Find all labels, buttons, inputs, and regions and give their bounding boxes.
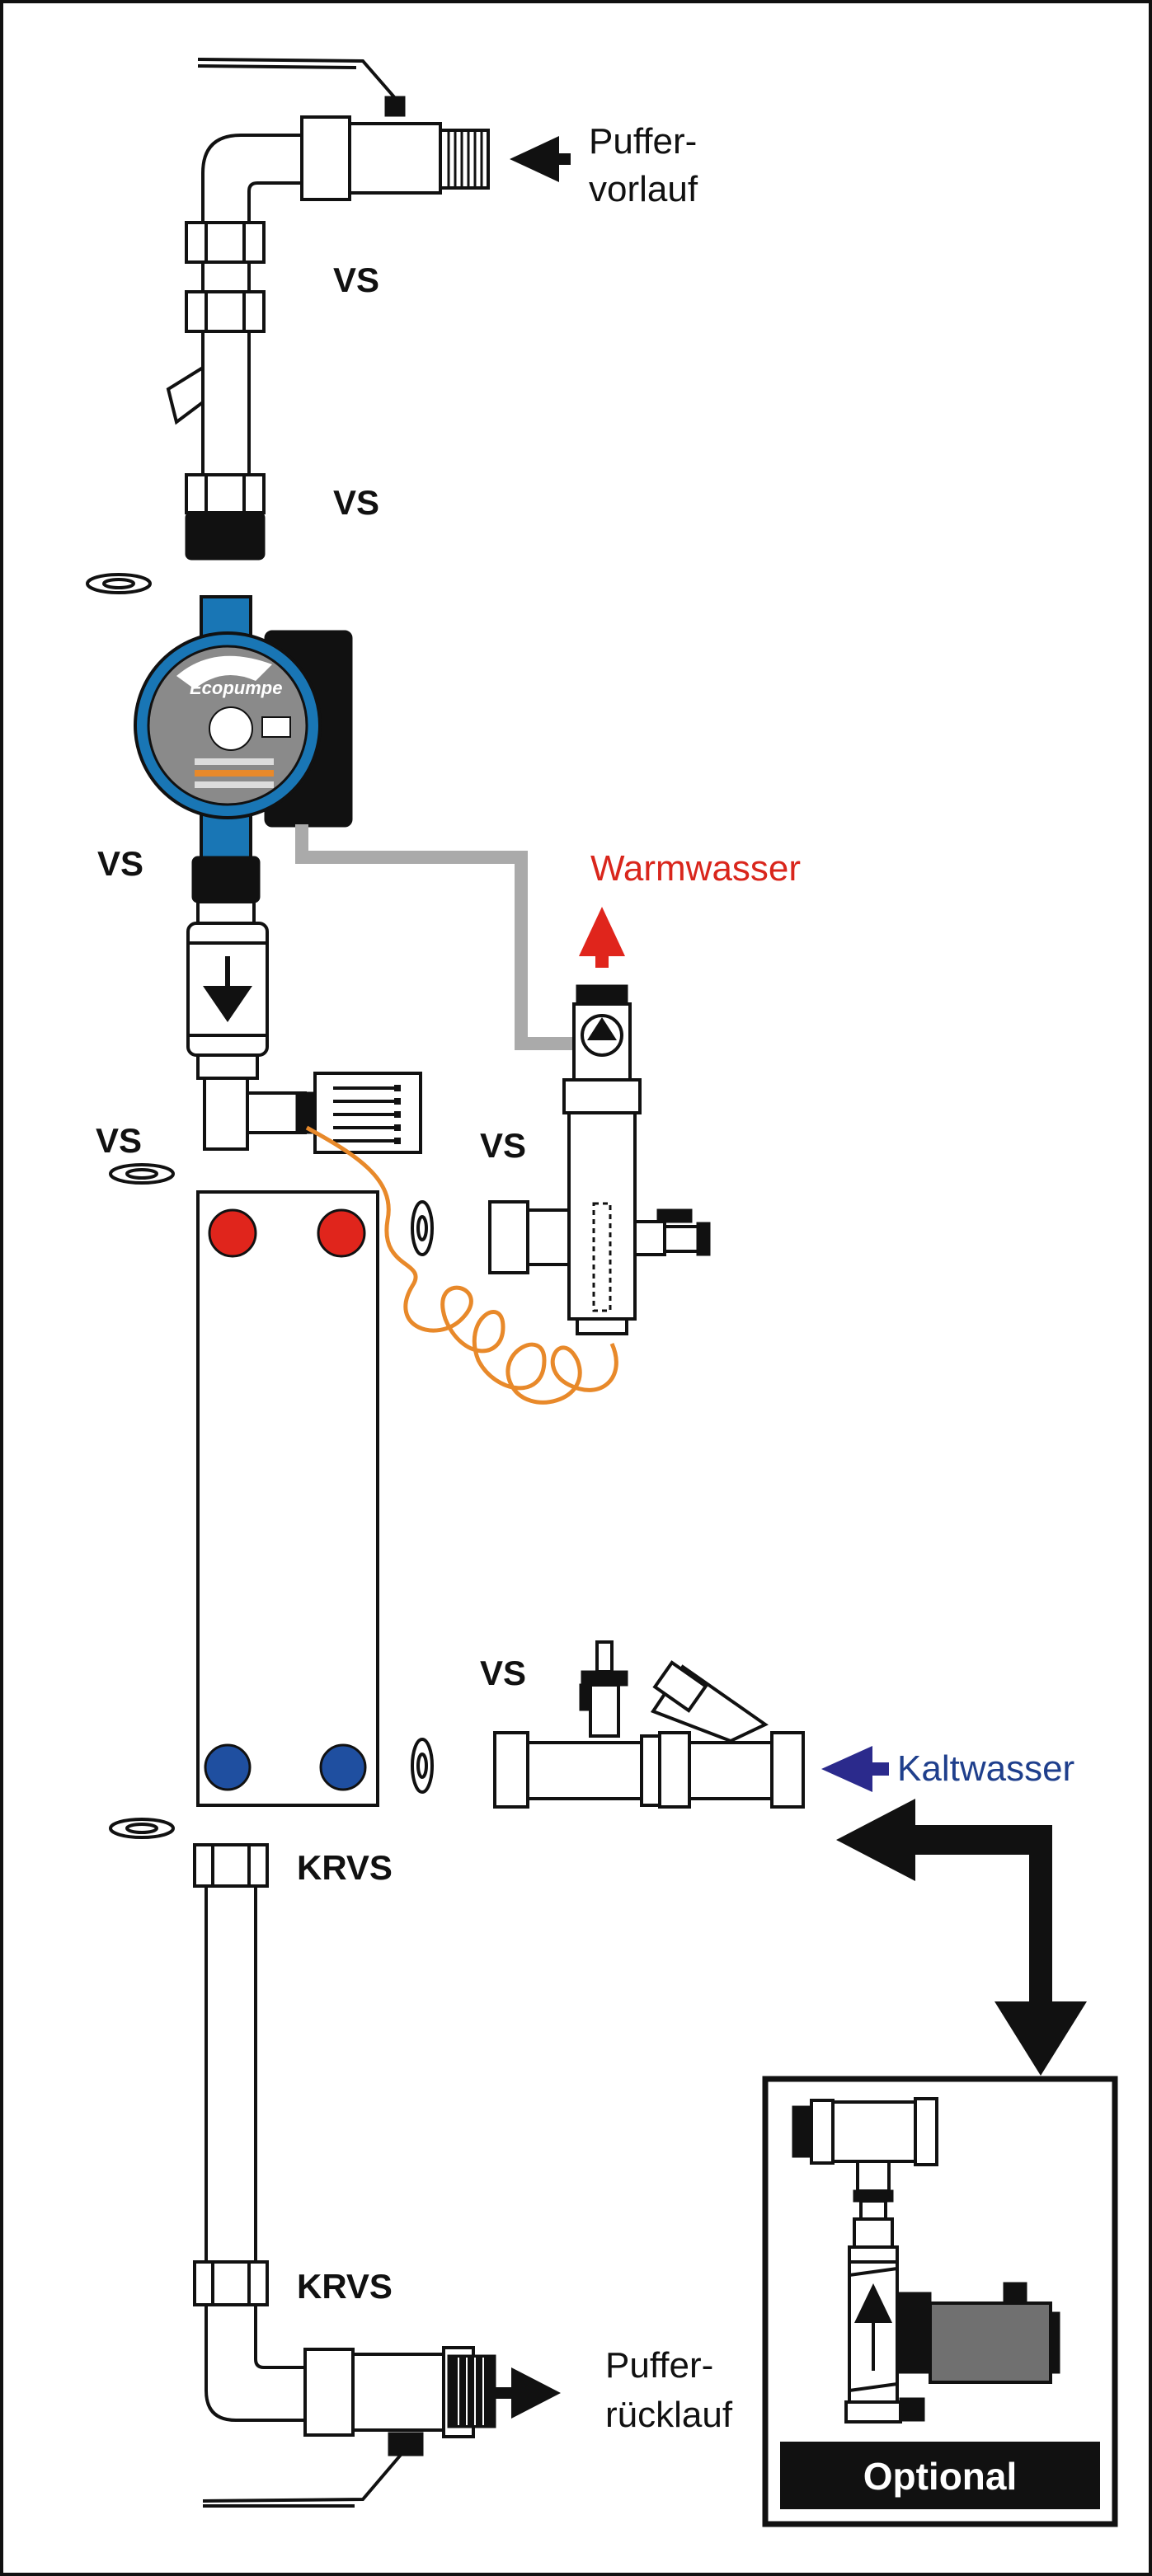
vs-union-lower (185, 473, 266, 561)
vs-label-upper-2: VS (333, 483, 379, 522)
return-pipe (205, 1886, 257, 2262)
warm-water-module[interactable] (488, 984, 711, 1335)
top-ball-valve[interactable] (197, 58, 490, 201)
sensor-cable (305, 1125, 618, 1405)
strainer-stub (166, 364, 205, 425)
gasket-side-lower-icon (411, 1738, 434, 1794)
puffer-vorlauf-label-1: Puffer- (589, 121, 697, 162)
gasket-exchanger-top-icon (109, 1163, 175, 1185)
vs-label-upper-1: VS (333, 260, 379, 299)
flow-direction-arrow-icon (203, 986, 252, 1022)
kaltwasser-label: Kaltwasser (897, 1748, 1074, 1789)
puffer-ruecklauf-label-2: rücklauf (605, 2395, 733, 2435)
hot-port-left (208, 1208, 257, 1258)
return-elbow-pipe (205, 2305, 307, 2422)
krvs-union-lower (193, 2260, 269, 2306)
pump-brand-label: Ecopumpe (190, 678, 282, 698)
warmwasser-arrow-icon (579, 907, 625, 968)
cold-port-left (204, 1743, 252, 1791)
vs-label-warm-module: VS (480, 1126, 526, 1165)
krvs-label-lower: KRVS (297, 2267, 393, 2306)
check-valve (186, 922, 269, 1080)
return-ball-valve[interactable] (202, 2346, 496, 2508)
gasket-lower-icon (109, 1818, 175, 1839)
cold-water-module[interactable] (493, 1640, 805, 1809)
puffer-vorlauf-arrow-icon (510, 136, 571, 182)
kaltwasser-arrow-icon (821, 1746, 889, 1792)
warmwasser-label: Warmwasser (590, 848, 801, 889)
pump-outlet-union (191, 856, 261, 925)
cold-port-right (319, 1743, 367, 1791)
plate-heat-exchanger[interactable] (196, 1190, 379, 1807)
puffer-ruecklauf-arrow-icon (495, 2367, 561, 2419)
optional-box[interactable]: Optional (762, 2076, 1118, 2527)
puffer-ruecklauf-label-1: Puffer- (605, 2345, 713, 2386)
vs-label-cold-module: VS (480, 1654, 526, 1692)
optional-label: Optional (863, 2455, 1018, 2498)
vs-union-upper (185, 221, 266, 333)
puffer-vorlauf-label-2: vorlauf (589, 169, 698, 209)
signal-cable (295, 824, 581, 1050)
vs-label-pump: VS (97, 844, 143, 883)
hot-port-right (317, 1208, 366, 1258)
top-elbow-pipe (201, 134, 302, 478)
gasket-side-upper-icon (411, 1200, 434, 1256)
gasket-upper-icon (86, 573, 152, 594)
vs-label-exchanger: VS (96, 1121, 142, 1160)
krvs-label-upper: KRVS (297, 1848, 393, 1887)
krvs-union-upper (193, 1843, 269, 1888)
sensor-tee (203, 1072, 422, 1154)
optional-connection-arrow-icon (836, 1799, 1087, 2076)
